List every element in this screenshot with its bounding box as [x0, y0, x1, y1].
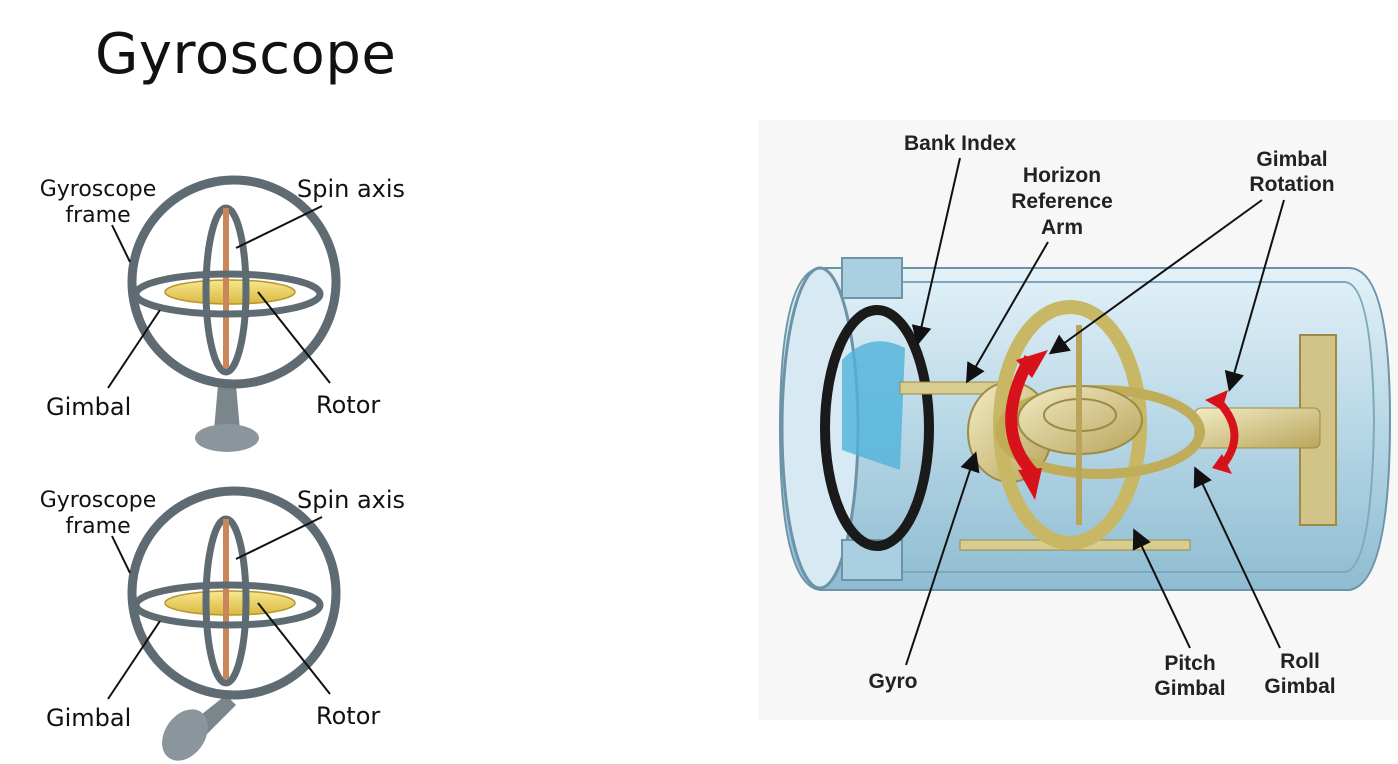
label-bank-index: Bank Index [904, 132, 1016, 155]
rotor-disc [164, 279, 296, 305]
label-gyro: Gyro [868, 670, 917, 693]
label-gyroscope-frame-1: Gyroscope [40, 177, 157, 202]
label-spin-axis: Spin axis [297, 175, 405, 203]
bezel-clip-top [841, 257, 903, 299]
label-gimbal: Gimbal [46, 393, 131, 421]
label-gyroscope-frame-2: frame [65, 203, 130, 228]
spin-axis-rod [223, 208, 229, 368]
gyroscope-diagram-top: Gyroscope frame Spin axis Gimbal Rotor [40, 175, 405, 452]
stand-base [195, 424, 259, 452]
horizontal-gimbal-ring [132, 270, 324, 318]
roll-shaft [1194, 407, 1321, 449]
label-pitch-gimbal-1: Pitch [1164, 652, 1215, 675]
label-gyroscope-frame-2: frame [65, 514, 130, 539]
label-horizon-3: Arm [1041, 216, 1083, 239]
horizon-card [842, 341, 905, 470]
gyroscope-frame-ring [127, 175, 341, 389]
label-horizon-1: Horizon [1023, 164, 1101, 187]
label-horizon-2: Reference [1011, 190, 1113, 213]
label-gimbal-rotation-2: Rotation [1249, 173, 1334, 196]
horizontal-gimbal-ring [132, 581, 324, 629]
label-spin-axis: Spin axis [297, 486, 405, 514]
label-roll-gimbal-1: Roll [1280, 650, 1320, 673]
gyroscope-diagram-bottom: Gyroscope frame Spin axis Gimbal Rotor [40, 486, 405, 761]
gyro-spin-axis [1076, 325, 1082, 525]
gyroscope-frame-ring [127, 486, 341, 700]
label-rotor: Rotor [316, 391, 380, 419]
label-gyroscope-frame-1: Gyroscope [40, 488, 157, 513]
stand-post [214, 385, 240, 430]
stand-base-tilted [162, 709, 208, 761]
attitude-indicator-diagram: Bank Index Horizon Reference Arm Gimbal … [758, 120, 1398, 720]
spin-axis-rod [223, 519, 229, 679]
pitch-rotation-arrow [1005, 355, 1040, 480]
bank-index-ring [820, 305, 934, 551]
slide-title: Gyroscope [95, 22, 397, 87]
label-roll-gimbal-2: Gimbal [1264, 675, 1335, 698]
label-gimbal: Gimbal [46, 704, 131, 732]
label-gimbal-rotation-1: Gimbal [1256, 148, 1327, 171]
label-rotor: Rotor [316, 702, 380, 730]
rotor-disc [164, 590, 296, 616]
label-pitch-gimbal-2: Gimbal [1154, 677, 1225, 700]
